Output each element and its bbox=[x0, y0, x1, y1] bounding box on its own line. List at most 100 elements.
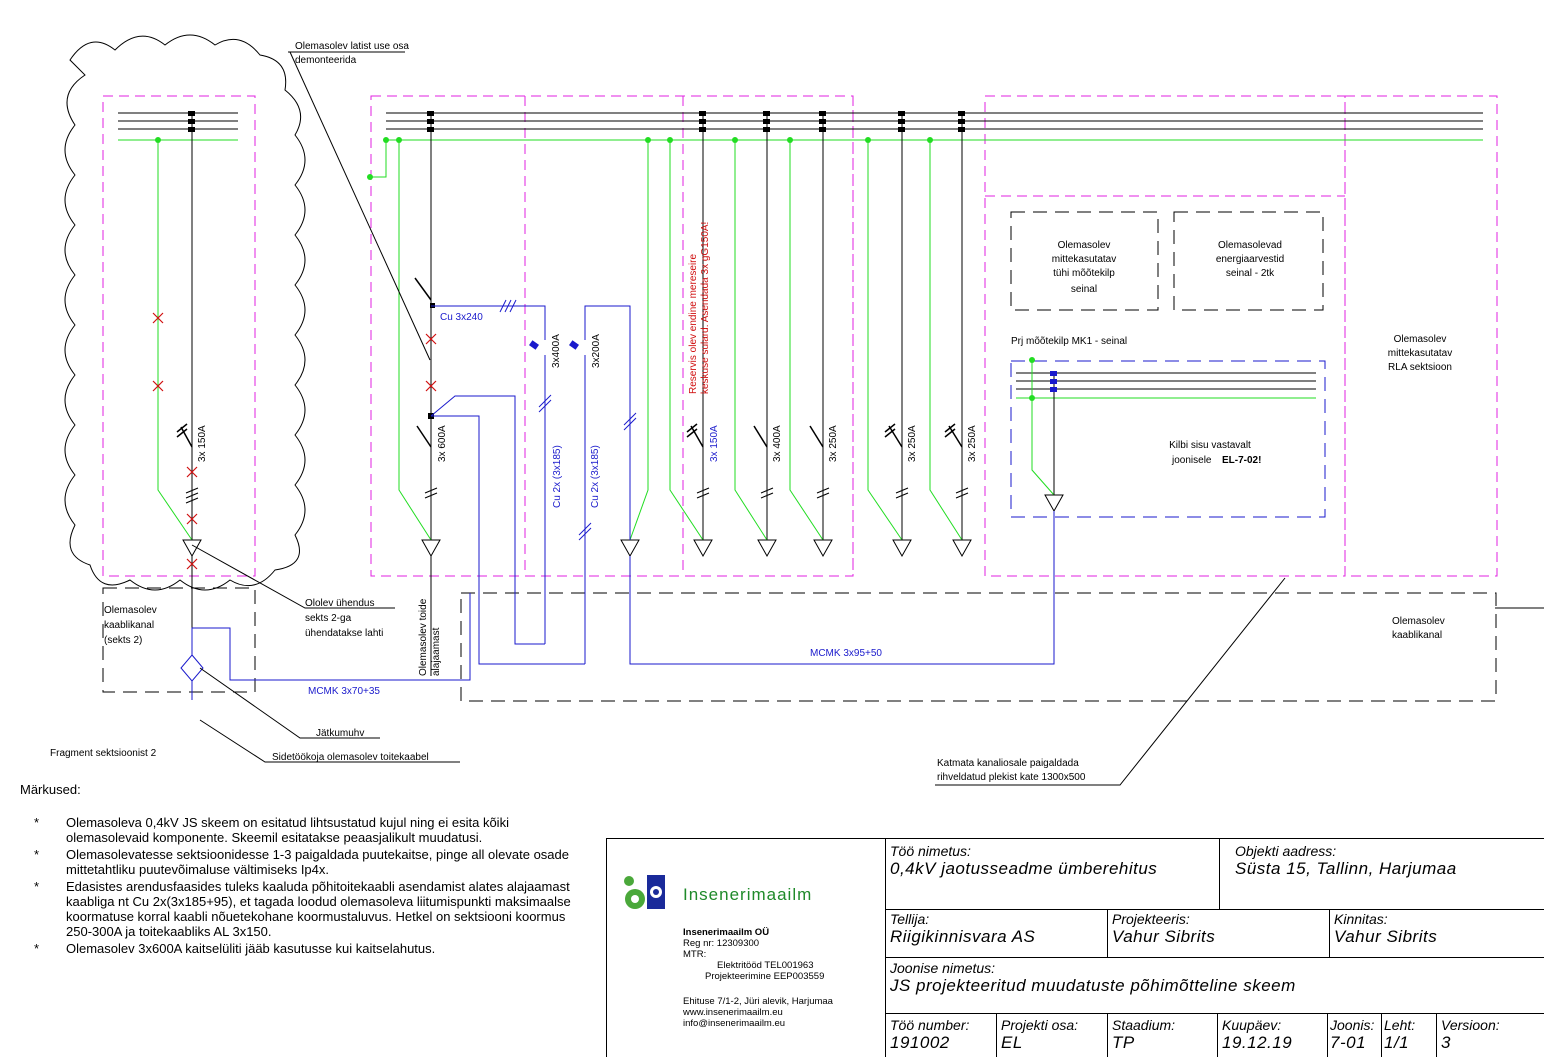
label-sw-400: 3x 400A bbox=[772, 425, 783, 462]
company-mtr-2: Projekteerimine EEP003559 bbox=[705, 971, 825, 982]
label-current-connection-1: Ololev ühendus bbox=[305, 598, 375, 609]
label-cu-3x240: Cu 3x240 bbox=[440, 312, 483, 323]
label-cover-2: rihveldatud plekist kate 1300x500 bbox=[937, 772, 1086, 783]
label-current-connection-3: ühendatakse lahti bbox=[305, 628, 383, 639]
label-sw-250-c: 3x 250A bbox=[967, 425, 978, 462]
notes-heading: Märkused: bbox=[20, 782, 81, 797]
label-sw-250-a: 3x 250A bbox=[828, 425, 839, 462]
label-existing-meter-1: Olemasolev bbox=[1058, 240, 1111, 251]
label-panel-content-ref: EL-7-02! bbox=[1222, 455, 1261, 466]
company-email: info@insenerimaailm.eu bbox=[683, 1018, 786, 1029]
note-item: *Olemasoleva 0,4kV JS skeem on esitatud … bbox=[34, 815, 509, 845]
label-existing-meter-3: tühi mõõtekilp bbox=[1053, 268, 1115, 279]
label-panel-content-1: Kilbi sisu vastavalt bbox=[1169, 440, 1251, 451]
label-cable-cu-b: Cu 2x (3x185) bbox=[590, 445, 601, 508]
label-fragment: Fragment sektsioonist 2 bbox=[50, 748, 157, 759]
drawing-name-cell: Joonise nimetus: JS projekteeritud muuda… bbox=[890, 960, 1296, 995]
company-address: Ehituse 7/1-2, Jüri alevik, Harjumaa bbox=[683, 996, 833, 1007]
label-sw-150-left: 3x 150A bbox=[197, 425, 208, 462]
label-reserve-2: keskuse sulard. Asendada 3x gG150A! bbox=[700, 222, 711, 394]
work-number: 191002 bbox=[890, 1033, 950, 1052]
label-energy-meters-1: Olemasolevad bbox=[1218, 240, 1282, 251]
diagram-labels: Olemasolev latist use osa demonteerida C… bbox=[50, 41, 1452, 783]
address-cell: Objekti aadress: Süsta 15, Tallinn, Harj… bbox=[1235, 843, 1457, 878]
company-mtr: MTR: bbox=[683, 949, 707, 960]
designer: Vahur Sibrits bbox=[1112, 927, 1216, 946]
pe-dots bbox=[155, 137, 1035, 401]
notes-section: Märkused: *Olemasoleva 0,4kV JS skeem on… bbox=[20, 782, 580, 958]
stage-cell: Staadium: TP bbox=[1112, 1017, 1176, 1052]
label-channel-left-1: Olemasolev bbox=[104, 605, 157, 616]
approved-cell: Kinnitas: Vahur Sibrits bbox=[1334, 911, 1438, 946]
existing-boxes bbox=[102, 211, 1497, 702]
revision-cloud bbox=[64, 34, 306, 591]
label-top-callout-2: demonteerida bbox=[295, 55, 357, 66]
label-current-connection-2: sekts 2-ga bbox=[305, 613, 352, 624]
work-name-cell: Töö nimetus: 0,4kV jaotusseadme ümberehi… bbox=[890, 843, 1158, 878]
label-channel-left-2: kaablikanal bbox=[104, 620, 154, 631]
date-cell: Kuupäev: 19.12.19 bbox=[1222, 1017, 1293, 1052]
label-rla-2: mittekasutatav bbox=[1388, 348, 1452, 359]
part-cell: Projekti osa: EL bbox=[1001, 1017, 1079, 1052]
single-line-diagram: Olemasolev latist use osa demonteerida C… bbox=[50, 34, 1544, 786]
pe-busbars bbox=[118, 139, 1483, 399]
label-fuse-3x400: 3x400A bbox=[551, 334, 562, 368]
label-mcmk-95: MCMK 3x95+50 bbox=[810, 648, 882, 659]
sheet-cell: Leht: 1/1 bbox=[1384, 1017, 1416, 1052]
section-boundaries bbox=[102, 95, 1498, 577]
blue-slash-marks bbox=[499, 299, 637, 541]
label-rla-3: RLA sektsioon bbox=[1388, 362, 1452, 373]
blue-cables bbox=[180, 305, 1055, 700]
sheet: 1/1 bbox=[1384, 1033, 1410, 1052]
version-cell: Versioon: 3 bbox=[1441, 1017, 1500, 1052]
label-joint: Jätkumuhv bbox=[316, 728, 364, 739]
label-cover-1: Katmata kanaliosale paigaldada bbox=[937, 758, 1079, 769]
designer-cell: Projekteeris: Vahur Sibrits bbox=[1112, 911, 1216, 946]
busbars bbox=[118, 112, 1483, 390]
version: 3 bbox=[1441, 1033, 1451, 1052]
date: 19.12.19 bbox=[1222, 1033, 1293, 1052]
client-cell: Tellija: Riigikinnisvara AS bbox=[890, 911, 1036, 946]
mk1-panel bbox=[1010, 360, 1326, 518]
label-top-callout-1: Olemasolev latist use osa bbox=[295, 41, 409, 52]
label-existing-meter-2: mittekasutatav bbox=[1052, 254, 1116, 265]
switch-symbols bbox=[176, 277, 963, 448]
blue-fuses bbox=[529, 340, 579, 350]
cable-marks bbox=[185, 487, 969, 504]
label-reserve-1: Reservis olev endine mereseire bbox=[688, 253, 699, 394]
drawing-number-cell: Joonis: 7-01 bbox=[1330, 1017, 1375, 1052]
label-sw-150-mid: 3x 150A bbox=[709, 425, 720, 462]
mk1-taps bbox=[1050, 371, 1057, 392]
label-cable-cu-a: Cu 2x (3x185) bbox=[552, 445, 563, 508]
object-address: Süsta 15, Tallinn, Harjumaa bbox=[1235, 859, 1457, 878]
company-logo-icon bbox=[624, 875, 665, 909]
label-energy-meters-2: energiaarvestid bbox=[1216, 254, 1284, 265]
company-reg: Reg nr: 12309300 bbox=[683, 938, 760, 949]
approved: Vahur Sibrits bbox=[1334, 927, 1438, 946]
company-info: Insenerimaailm OÜ Reg nr: 12309300 MTR: … bbox=[683, 927, 833, 1029]
label-sw-600: 3x 600A bbox=[437, 425, 448, 462]
label-rla-1: Olemasolev bbox=[1394, 334, 1447, 345]
company-mtr-1: Elektritööd TEL001963 bbox=[717, 960, 814, 971]
label-signal-cable: Sidetöökoja olemasolev toitekaabel bbox=[272, 752, 429, 763]
label-fuse-3x200: 3x200A bbox=[591, 334, 602, 368]
label-feed-basement-1: Olemasolev toide bbox=[418, 598, 429, 676]
drawing-number: 7-01 bbox=[1330, 1033, 1367, 1052]
label-existing-meter-4: seinal bbox=[1071, 284, 1097, 295]
label-channel-right-1: Olemasolev bbox=[1392, 616, 1445, 627]
drawing-name: JS projekteeritud muudatuste põhimõtteli… bbox=[890, 976, 1296, 995]
company-web: www.insenerimaailm.eu bbox=[683, 1007, 783, 1018]
note-item: *Olemasolevatesse sektsioonidesse 1-3 pa… bbox=[34, 847, 569, 877]
label-mcmk-70: MCMK 3x70+35 bbox=[308, 686, 380, 697]
label-channel-left-3: (sekts 2) bbox=[104, 635, 142, 646]
label-channel-right-2: kaablikanal bbox=[1392, 630, 1442, 641]
company-name: Insenerimaailm OÜ bbox=[683, 927, 770, 938]
leader-lines bbox=[191, 51, 1544, 786]
terminations bbox=[182, 494, 1064, 558]
work-name: 0,4kV jaotusseadme ümberehitus bbox=[890, 859, 1158, 878]
title-block: Insenerimaailm Insenerimaailm OÜ Reg nr:… bbox=[606, 838, 1544, 1057]
label-mk1: Prj mõõtekilp MK1 - seinal bbox=[1011, 336, 1127, 347]
label-feed-basement-2: alajaamast bbox=[431, 627, 442, 676]
stage: TP bbox=[1112, 1033, 1135, 1052]
pe-lines bbox=[157, 140, 1055, 541]
